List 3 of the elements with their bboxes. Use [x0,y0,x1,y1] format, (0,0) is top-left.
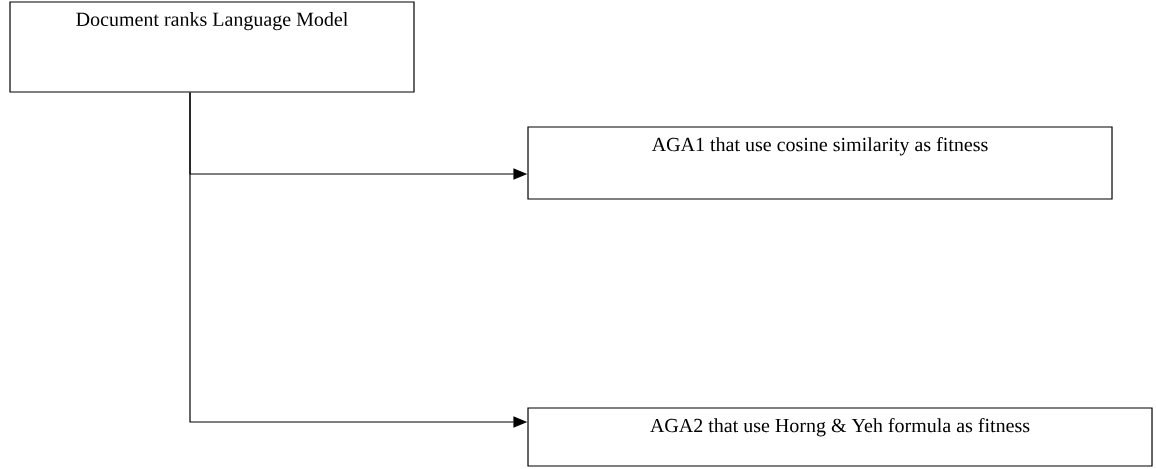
text-box: AGA2 that use Horng & Yeh formula as fitness [527,407,1153,467]
text-box: AGA1 that use cosine similarity as fitness [527,126,1113,200]
text-box: Document ranks Language Model [9,1,415,93]
